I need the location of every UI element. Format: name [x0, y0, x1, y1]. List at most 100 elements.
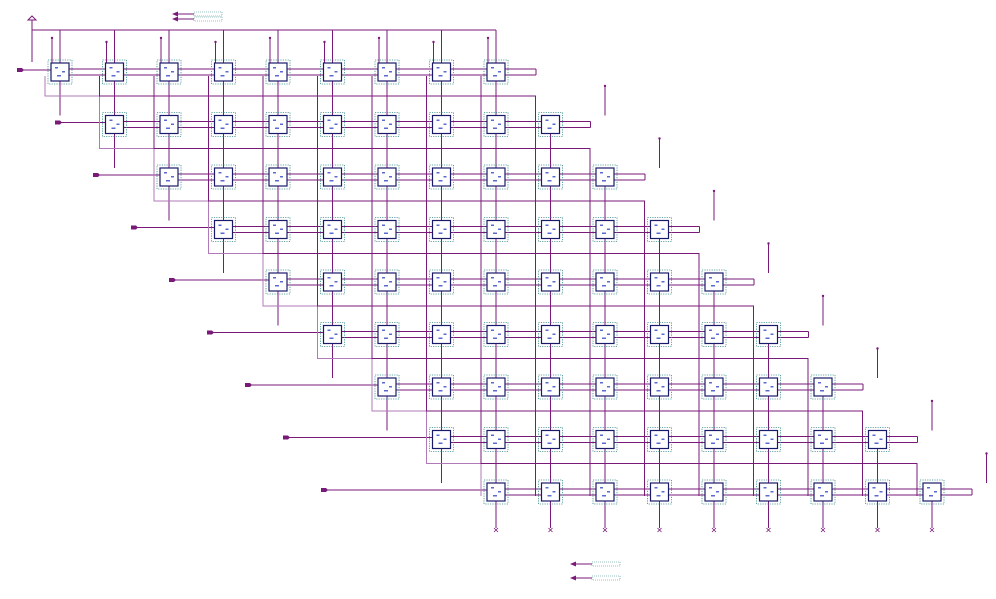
processing-element-icon — [701, 479, 727, 505]
cell-glyph — [436, 277, 440, 279]
cell-body — [213, 62, 234, 82]
cell-glyph — [384, 390, 388, 392]
output-pin-icon — [711, 527, 717, 533]
processing-element-icon — [429, 374, 454, 400]
cell-glyph — [436, 329, 440, 331]
cell-glyph — [716, 491, 719, 493]
cell-glyph — [443, 438, 447, 440]
legend-box — [591, 575, 621, 581]
cell-outline — [102, 112, 127, 137]
cell-body — [213, 114, 234, 135]
cell-glyph — [818, 487, 821, 489]
cell-outline — [429, 164, 454, 190]
diagonal-feed-wire — [753, 443, 809, 496]
cell-body — [322, 324, 343, 345]
cell-outline — [647, 427, 672, 452]
processing-element-icon — [647, 217, 672, 242]
processing-element-icon — [265, 217, 291, 242]
legend-box — [193, 11, 223, 17]
diagonal-feed-wire — [535, 181, 591, 234]
cell-glyph — [709, 434, 712, 436]
processing-element-icon — [156, 112, 182, 137]
cell-body — [377, 272, 397, 292]
cell-glyph — [438, 337, 443, 339]
diagonal-feed-wire — [262, 181, 318, 234]
cell-glyph — [547, 232, 552, 234]
processing-element-icon — [701, 427, 727, 452]
cell-outline — [483, 269, 509, 295]
cell-body — [377, 219, 397, 240]
processing-element-icon — [483, 217, 509, 242]
cell-glyph — [825, 438, 828, 440]
output-pin-icon — [712, 189, 716, 193]
cell-outline — [320, 112, 345, 137]
cell-glyph — [552, 386, 556, 388]
cell-outline — [483, 217, 509, 242]
processing-element-icon — [374, 59, 400, 85]
output-pin-icon — [172, 16, 178, 22]
cell-glyph — [547, 390, 552, 392]
cell-outline — [592, 374, 618, 400]
cell-glyph — [709, 487, 712, 489]
cell-body — [867, 482, 888, 502]
processing-element-icon — [211, 59, 236, 85]
processing-element-icon — [211, 164, 236, 190]
cell-glyph — [384, 285, 388, 287]
processing-element-icon — [592, 427, 618, 452]
cell-glyph — [220, 75, 225, 77]
diagonal-feed-wire — [807, 391, 863, 444]
cell-glyph — [552, 176, 556, 178]
diagonal-feed-wire — [535, 443, 591, 496]
cell-outline — [265, 217, 291, 242]
cell-outline — [320, 59, 345, 85]
cell-outline — [374, 164, 400, 190]
cell-glyph — [552, 333, 556, 335]
cell-outline — [647, 479, 672, 505]
cell-glyph — [273, 224, 276, 226]
processing-element-icon — [483, 479, 509, 505]
cell-glyph — [711, 390, 715, 392]
diagonal-feed-wire — [44, 76, 100, 129]
cell-body — [813, 377, 833, 397]
cell-glyph — [607, 438, 610, 440]
cell-glyph — [111, 75, 116, 77]
legend-layer — [172, 11, 621, 581]
cell-outline — [429, 59, 454, 85]
cell-outline — [483, 322, 509, 347]
processing-element-icon — [374, 374, 400, 400]
cell-body — [377, 62, 397, 82]
cell-glyph — [275, 232, 279, 234]
cell-body — [431, 219, 452, 240]
cell-glyph — [389, 386, 392, 388]
cell-glyph — [273, 277, 276, 279]
cell-outline — [429, 269, 454, 295]
cell-glyph — [491, 487, 494, 489]
output-pin-icon — [766, 527, 771, 533]
cell-glyph — [661, 491, 665, 493]
diagonal-feed-wire — [698, 286, 754, 339]
cell-glyph — [602, 285, 606, 287]
cell-outline — [211, 164, 236, 190]
cell-outline — [102, 59, 127, 85]
cell-glyph — [545, 119, 549, 121]
cell-outline — [647, 322, 672, 347]
cell-glyph — [436, 382, 440, 384]
cell-glyph — [443, 386, 447, 388]
cell-glyph — [545, 224, 549, 226]
cell-glyph — [600, 224, 603, 226]
cell-body — [486, 429, 506, 450]
processing-element-icon — [429, 322, 454, 347]
cell-glyph — [874, 442, 879, 444]
cell-glyph — [171, 71, 174, 73]
cell-glyph — [765, 337, 770, 339]
cell-glyph — [498, 491, 501, 493]
cell-glyph — [600, 277, 603, 279]
cell-body — [486, 167, 506, 187]
cell-glyph — [55, 67, 58, 69]
cell-glyph — [329, 337, 334, 339]
cell-glyph — [443, 228, 447, 230]
cell-glyph — [225, 71, 229, 73]
cell-glyph — [493, 442, 497, 444]
cell-glyph — [329, 127, 334, 129]
diagonal-feed-wire — [208, 76, 264, 129]
